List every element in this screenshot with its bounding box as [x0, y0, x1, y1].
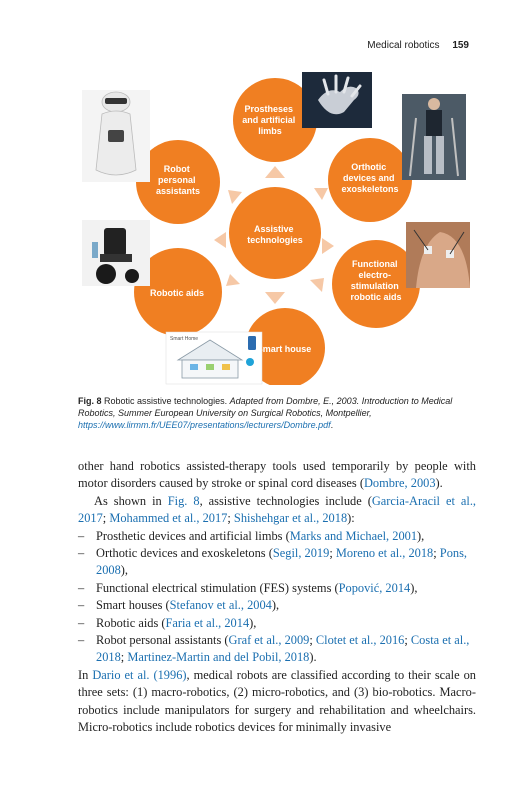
node-robot-assistants — [136, 140, 220, 224]
running-header: Medical robotics 159 — [367, 40, 469, 51]
cite-mohammed[interactable]: Mohammed et al., 2017 — [109, 511, 228, 526]
node-prostheses-label: Prostheses and artificial limbs — [242, 104, 298, 136]
smart-home-photo: Smart Home — [165, 331, 263, 385]
citation-link[interactable]: Clotet et al., 2016 — [315, 633, 405, 648]
node-robotic-aids-label: Robotic aids — [150, 288, 204, 298]
citation-link[interactable]: Martinez-Martin and del Pobil, 2018 — [127, 650, 310, 665]
node-functional-label: Functional electro- stimulation robotic … — [350, 259, 401, 302]
figure-caption: Fig. 8 Robotic assistive technologies. A… — [78, 396, 453, 430]
node-orthotic-label: Orthotic devices and exoskeletons — [341, 162, 398, 194]
figure-url-link[interactable]: https://www.lirmm.fr/UEE07/presentations… — [78, 420, 331, 430]
citation-link[interactable]: Marks and Michael, 2001 — [289, 528, 418, 543]
exoskeleton-photo — [402, 94, 466, 180]
running-title: Medical robotics — [367, 40, 440, 51]
page-number: 159 — [452, 40, 469, 51]
list-item: Robot personal assistants (Graf et al., … — [78, 632, 476, 667]
cite-shishehgar[interactable]: Shishehgar et al., 2018 — [233, 511, 348, 526]
arrow-down-left-icon — [226, 274, 240, 286]
figure-title: Robotic assistive technologies. — [104, 396, 228, 406]
citation-link[interactable]: Faria et al., 2014 — [165, 615, 250, 630]
citation-link[interactable]: Popović, 2014 — [338, 580, 411, 595]
list-item: Smart houses (Stefanov et al., 2004), — [78, 597, 476, 615]
citation-link[interactable]: Pons, 2008 — [96, 546, 467, 578]
node-robot-assistants-label: Robot personal assistants — [156, 164, 200, 196]
cite-garcia[interactable]: Garcia-Aracil et al., 2017 — [78, 493, 477, 526]
arrow-right-icon — [322, 238, 334, 254]
citation-link[interactable]: Costa et al., 2018 — [96, 633, 470, 665]
node-functional — [332, 240, 420, 328]
node-smart-house — [245, 308, 325, 385]
center-label: Assistive technologies — [247, 224, 303, 245]
arrow-up-icon — [265, 166, 285, 178]
node-smart-house-label: Smart house — [257, 344, 312, 354]
smart-home-label: Smart Home — [170, 336, 198, 342]
figure-source: Adapted from Dombre, E., 2003. Introduct… — [78, 396, 453, 418]
paragraph-2: As shown in Fig. 8, assistive technologi… — [78, 493, 477, 526]
wheelchair-photo — [82, 220, 150, 286]
figure-arrows — [214, 166, 334, 304]
list-item: Robotic aids (Faria et al., 2014), — [78, 615, 476, 633]
list-item: Orthotic devices and exoskeletons (Segil… — [78, 545, 476, 580]
node-prostheses — [233, 78, 317, 162]
cite-dario[interactable]: Dario et al. (1996) — [92, 667, 187, 682]
list-item: Prosthetic devices and artificial limbs … — [78, 528, 476, 546]
center-circle — [229, 187, 321, 279]
citation-link[interactable]: Stefanov et al., 2004 — [169, 598, 272, 613]
cite-dombre[interactable]: Dombre, 2003 — [363, 476, 436, 491]
fes-photo — [406, 222, 470, 288]
arrow-up-right-icon — [314, 188, 328, 200]
body-text: other hand robotics assisted-therapy too… — [78, 458, 476, 737]
arrow-down-right-icon — [310, 278, 324, 292]
paragraph-1: other hand robotics assisted-therapy too… — [78, 459, 476, 491]
fig-ref-link[interactable]: Fig. 8 — [167, 493, 200, 508]
technology-list: Prosthetic devices and artificial limbs … — [78, 528, 476, 667]
node-robotic-aids — [134, 248, 222, 336]
prosthetic-hand-photo — [302, 72, 372, 128]
robot-assistant-photo — [82, 90, 150, 182]
citation-link[interactable]: Moreno et al., 2018 — [335, 546, 434, 561]
citation-link[interactable]: Segil, 2019 — [272, 546, 330, 561]
arrow-down-icon — [265, 292, 285, 304]
list-item: Functional electrical stimulation (FES) … — [78, 580, 476, 598]
citation-link[interactable]: Graf et al., 2009 — [228, 633, 310, 648]
paragraph-3: In Dario et al. (1996), medical robots a… — [78, 667, 476, 735]
arrow-up-left-icon — [228, 190, 242, 204]
arrow-left-icon — [214, 232, 226, 248]
node-orthotic — [328, 138, 412, 222]
assistive-technologies-figure: Assistive technologies Prostheses and ar… — [82, 72, 470, 385]
figure-label: Fig. 8 — [78, 396, 102, 406]
